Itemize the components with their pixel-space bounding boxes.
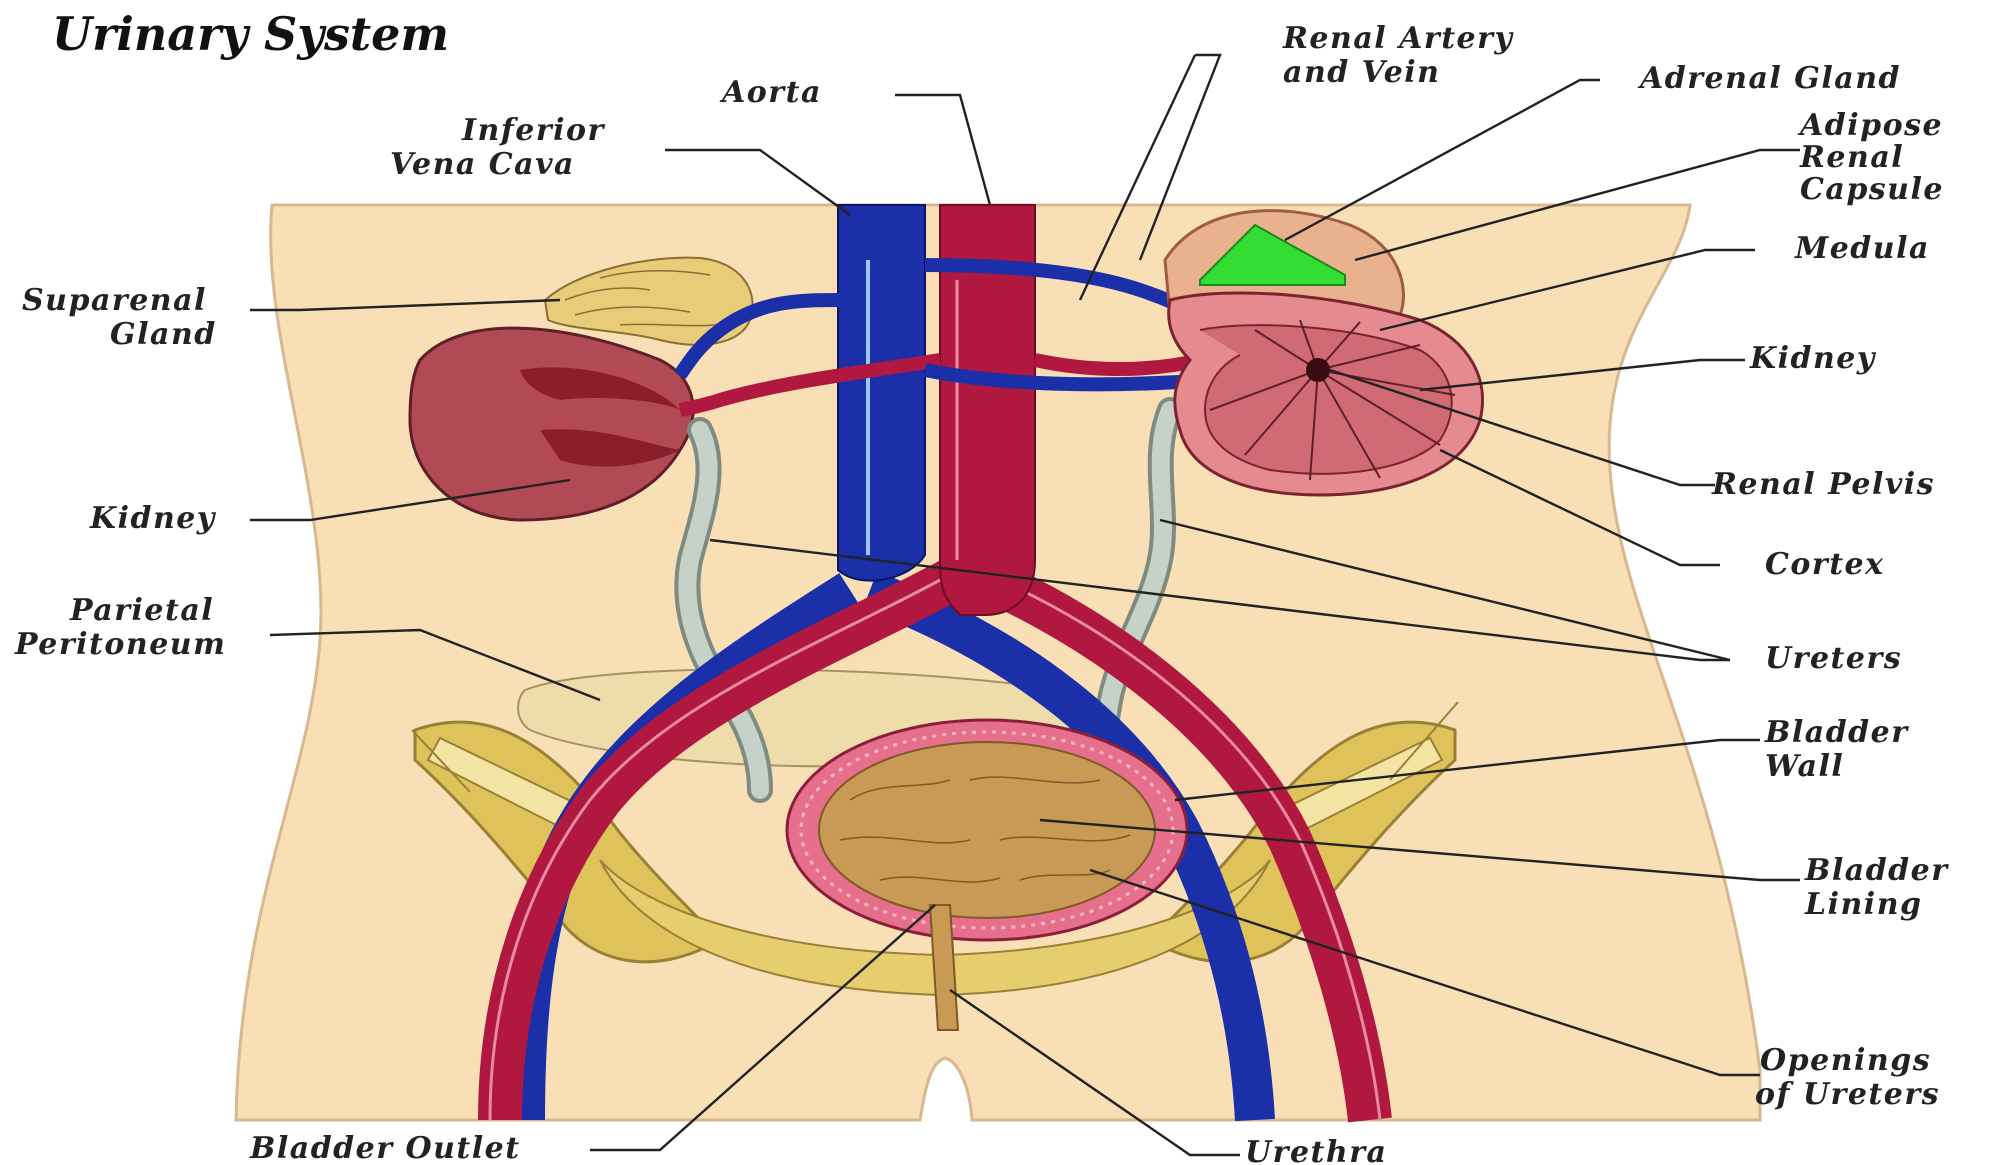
label-renal-artery-vein: Renal Artery and Vein xyxy=(1282,21,1525,90)
label-inferior-vena-cava: Inferior Vena Cava xyxy=(390,113,617,182)
label-bladder-wall: Bladder Wall xyxy=(1764,715,1921,784)
label-renal-pelvis: Renal Pelvis xyxy=(1711,467,1935,502)
label-kidney-right: Kidney xyxy=(1749,341,1877,376)
label-ureters: Ureters xyxy=(1765,641,1902,676)
label-cortex: Cortex xyxy=(1765,547,1885,582)
label-kidney-left: Kidney xyxy=(89,501,217,536)
bladder-lining-shape xyxy=(819,742,1155,918)
label-adrenal-gland: Adrenal Gland xyxy=(1637,61,1901,96)
label-suparenal-gland: Suparenal Gland xyxy=(22,283,219,352)
label-parietal-peritoneum: Parietal Peritoneum xyxy=(14,593,226,662)
diagram-title: Urinary System xyxy=(52,7,449,61)
inferior-vena-cava-shape xyxy=(838,205,925,581)
label-aorta: Aorta xyxy=(719,75,822,110)
label-bladder-outlet: Bladder Outlet xyxy=(249,1131,521,1165)
label-openings-of-ureters: Openings of Ureters xyxy=(1755,1043,1943,1112)
label-urethra: Urethra xyxy=(1245,1135,1387,1165)
label-medula: Medula xyxy=(1794,231,1930,266)
label-adipose-renal-capsule: Adipose Renal Capsule xyxy=(1797,108,1955,207)
label-bladder-lining: Bladder Lining xyxy=(1804,853,1961,922)
